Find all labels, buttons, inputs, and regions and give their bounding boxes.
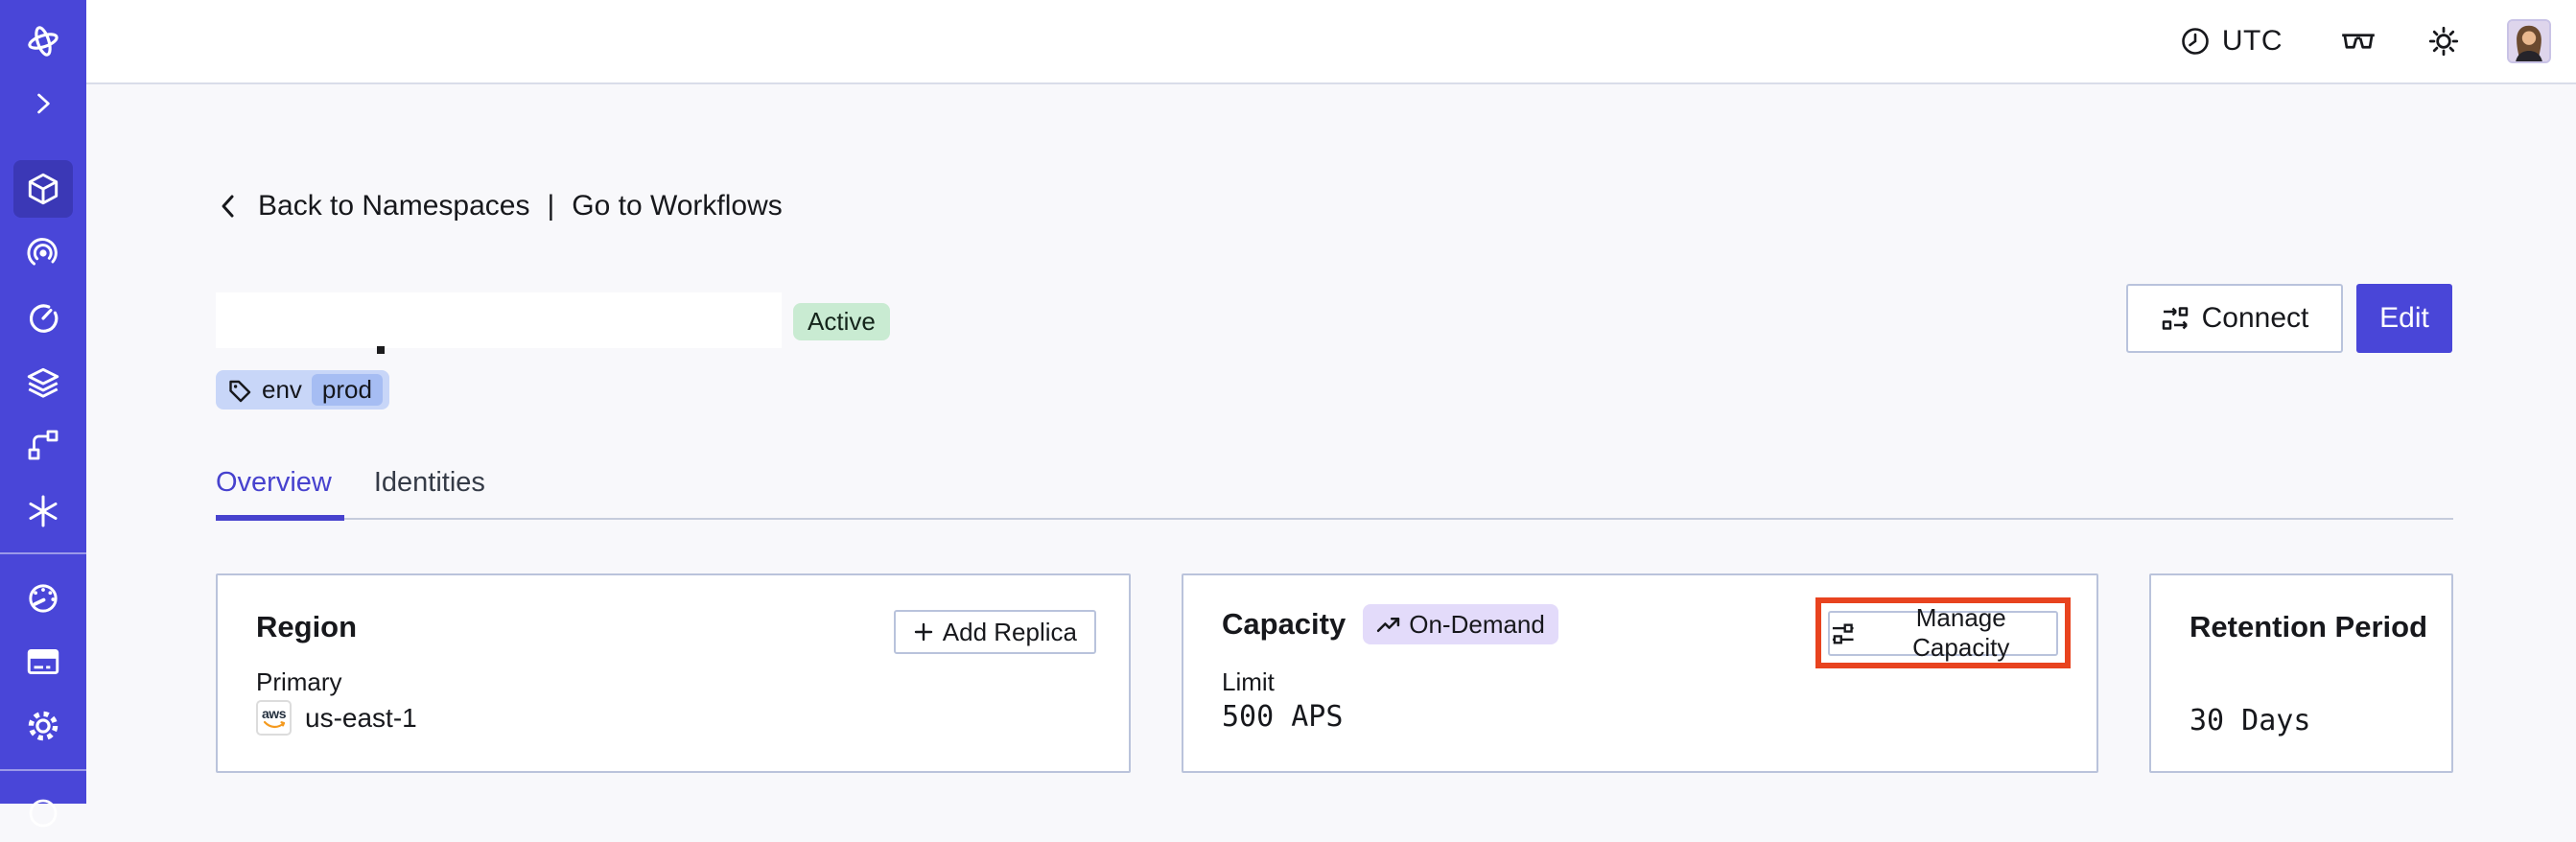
namespaces-cube-icon — [28, 173, 59, 205]
namespace-tag: env prod — [216, 370, 389, 409]
on-demand-badge: On-Demand — [1363, 604, 1558, 644]
layers-icon — [27, 367, 59, 398]
connect-button-label: Connect — [2201, 302, 2309, 334]
status-badge: Active — [793, 303, 890, 340]
tag-value: prod — [311, 374, 383, 406]
nexus-asterisk-icon — [29, 495, 58, 527]
add-replica-label: Add Replica — [942, 617, 1077, 646]
sidebar-item-worker-deployments[interactable] — [13, 416, 73, 474]
billing-card-icon — [27, 648, 59, 675]
primary-label: Primary — [256, 667, 342, 696]
sidebar — [0, 0, 86, 828]
manage-capacity-annotation-highlight: Manage Capacity — [1815, 597, 2071, 668]
sidebar-divider — [0, 769, 86, 771]
retention-card: Retention Period 30 Days — [2149, 573, 2453, 773]
aws-smile-icon — [263, 720, 285, 728]
sliders-icon — [1832, 623, 1854, 644]
temporal-logo — [13, 12, 73, 70]
sidebar-item-namespaces[interactable] — [13, 160, 73, 218]
region-value-row: aws us-east-1 — [256, 700, 417, 736]
plus-icon — [914, 622, 932, 642]
aws-logo: aws — [256, 700, 292, 736]
capacity-card: Capacity On-Demand Manage Capacity Limit… — [1182, 573, 2098, 773]
sidebar-item-settings[interactable] — [13, 697, 73, 755]
region-card-title: Region — [256, 610, 358, 643]
capacity-value: 500 APS — [1222, 700, 1344, 734]
manage-capacity-label: Manage Capacity — [1912, 603, 2010, 662]
clock-icon — [2182, 28, 2209, 55]
manage-capacity-button[interactable]: Manage Capacity — [1828, 603, 2058, 662]
tag-key: env — [262, 375, 302, 404]
namespace-title-redacted — [216, 292, 782, 348]
breadcrumb-separator: | — [547, 190, 555, 222]
region-card: Region Add Replica Primary aws us-east-1 — [216, 573, 1131, 773]
edit-button[interactable]: Edit — [2356, 284, 2452, 353]
tag-icon — [229, 380, 251, 402]
topbar: UTC — [86, 0, 2576, 84]
sidebar-item-nexus[interactable] — [13, 482, 73, 540]
tab-identities[interactable]: Identities — [373, 467, 485, 498]
workflows-spiral-icon — [27, 238, 58, 266]
usage-gauge-icon — [29, 584, 58, 613]
theme-toggle-button[interactable] — [2426, 24, 2461, 58]
schedules-timer-icon — [29, 304, 59, 333]
connect-button[interactable]: Connect — [2126, 284, 2343, 353]
go-to-workflows-link[interactable]: Go to Workflows — [572, 190, 783, 222]
sidebar-item-batch-operations[interactable] — [13, 354, 73, 411]
sun-icon — [2428, 26, 2459, 57]
sidebar-item-usage[interactable] — [13, 570, 73, 627]
settings-gear-icon — [28, 711, 59, 741]
user-avatar[interactable] — [2507, 19, 2551, 63]
aws-logo-text: aws — [262, 705, 286, 721]
retention-card-title: Retention Period — [2190, 610, 2428, 643]
chevron-left-icon — [222, 195, 234, 218]
breadcrumb: Back to Namespaces | Go to Workflows — [216, 190, 783, 222]
sidebar-divider — [0, 552, 86, 554]
timezone-label: UTC — [2221, 25, 2283, 57]
sidebar-item-billing[interactable] — [13, 633, 73, 690]
retention-value: 30 Days — [2190, 704, 2311, 737]
back-to-namespaces-link[interactable]: Back to Namespaces — [258, 190, 530, 222]
title-descender-dot — [377, 346, 385, 354]
region-value: us-east-1 — [305, 702, 417, 733]
avatar-photo — [2509, 21, 2549, 61]
timezone-button[interactable]: UTC — [2179, 25, 2283, 58]
capacity-title-row: Capacity On-Demand — [1222, 604, 1558, 644]
sidebar-item-workflows[interactable] — [13, 224, 73, 282]
trending-up-icon — [1377, 617, 1400, 632]
deployments-branch-icon — [28, 430, 59, 460]
chevron-right-icon — [37, 93, 50, 114]
edit-button-label: Edit — [2379, 302, 2429, 334]
support-circle-icon — [29, 799, 58, 828]
tab-divider-line — [216, 518, 2453, 520]
active-tab-underline — [216, 515, 344, 521]
glasses-icon — [2342, 34, 2375, 49]
sidebar-item-schedules[interactable] — [13, 290, 73, 347]
on-demand-label: On-Demand — [1409, 609, 1545, 639]
reader-mode-button[interactable] — [2338, 26, 2378, 57]
add-replica-button[interactable]: Add Replica — [893, 610, 1096, 654]
sidebar-item-support[interactable] — [13, 784, 73, 842]
tab-bar: Overview Identities — [216, 467, 485, 506]
tab-overview[interactable]: Overview — [216, 467, 332, 498]
limit-label: Limit — [1222, 667, 1275, 696]
capacity-card-title: Capacity — [1222, 607, 1347, 641]
sidebar-expand-button[interactable] — [13, 75, 73, 132]
connect-route-icon — [2162, 307, 2188, 330]
